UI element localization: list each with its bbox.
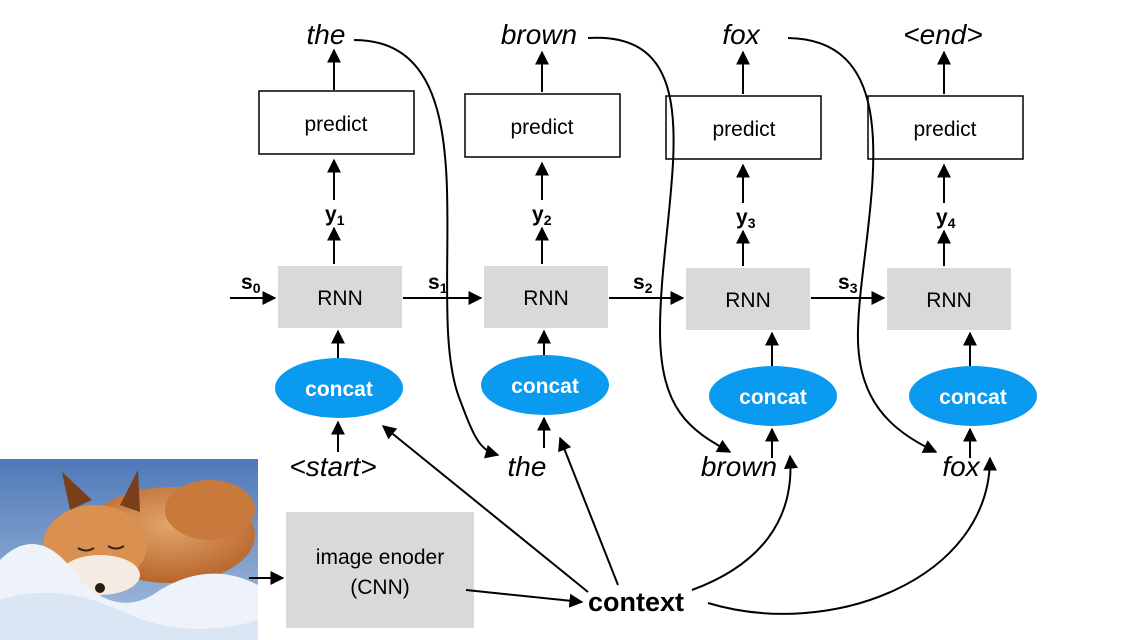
predict-box-1 xyxy=(258,90,415,155)
rnn-label-4: RNN xyxy=(926,289,972,312)
feedback-fox-arrow xyxy=(787,37,938,453)
context-to-concat3-arrow xyxy=(691,454,798,591)
predict-label-3: predict xyxy=(712,118,775,141)
rnn-label-3: RNN xyxy=(725,289,771,312)
input-word-2: the xyxy=(508,451,547,482)
time-step-3: fox predict y3 RNN concat brown xyxy=(665,19,837,482)
y-label-4: y4 xyxy=(936,206,956,231)
input-word-3: brown xyxy=(701,451,777,482)
rnn-box-4 xyxy=(887,268,1011,330)
predict-label-1: predict xyxy=(304,113,367,136)
concat-label-2: concat xyxy=(511,375,579,398)
time-step-2: brown predict y2 RNN concat the xyxy=(464,19,621,482)
feedback-the-arrow xyxy=(353,39,500,459)
concat-label-3: concat xyxy=(739,386,807,409)
encoder-label-line2: (CNN) xyxy=(350,576,409,599)
time-step-1: the predict y1 RNN concat <start> xyxy=(258,19,415,482)
rnn-label-2: RNN xyxy=(523,287,569,310)
rnn-box-3 xyxy=(686,268,810,330)
predict-box-3 xyxy=(665,95,822,160)
concat-node-3 xyxy=(709,366,837,426)
context-label: context xyxy=(588,587,684,617)
state-label-0: s0 xyxy=(241,271,261,296)
state-label-1: s1 xyxy=(428,271,448,296)
rnn-box-1 xyxy=(278,266,402,328)
image-encoder-box: image enoder (CNN) xyxy=(286,512,474,628)
concat-label-4: concat xyxy=(939,386,1007,409)
predict-box-4 xyxy=(867,95,1024,160)
output-word-4: <end> xyxy=(903,19,982,50)
y-label-2: y2 xyxy=(532,203,552,228)
predict-label-2: predict xyxy=(510,116,573,139)
fox-photo xyxy=(0,459,258,640)
feedback-brown-arrow xyxy=(587,36,732,453)
predict-box-2 xyxy=(464,93,621,158)
encoder-to-context-arrow xyxy=(465,589,584,608)
concat-node-1 xyxy=(275,358,403,418)
input-word-4: fox xyxy=(942,451,980,482)
encoder-label-line1: image enoder xyxy=(316,546,444,569)
time-step-4: <end> predict y4 RNN concat fox xyxy=(867,19,1037,482)
state-label-2: s2 xyxy=(633,271,653,296)
context-to-concat1-arrow xyxy=(381,425,589,593)
predict-label-4: predict xyxy=(913,118,976,141)
rnn-label-1: RNN xyxy=(317,287,363,310)
rnn-box-2 xyxy=(484,266,608,328)
y-label-1: y1 xyxy=(325,203,345,228)
y-label-3: y3 xyxy=(736,206,756,231)
concat-node-2 xyxy=(481,355,609,415)
state-label-3: s3 xyxy=(838,271,858,296)
output-word-3: fox xyxy=(722,19,760,50)
input-word-1: <start> xyxy=(289,451,376,482)
concat-label-1: concat xyxy=(305,378,373,401)
output-word-2: brown xyxy=(501,19,577,50)
context-to-concat4-arrow xyxy=(707,456,997,615)
output-word-1: the xyxy=(307,19,346,50)
concat-node-4 xyxy=(909,366,1037,426)
context-to-concat2-arrow xyxy=(558,436,619,586)
